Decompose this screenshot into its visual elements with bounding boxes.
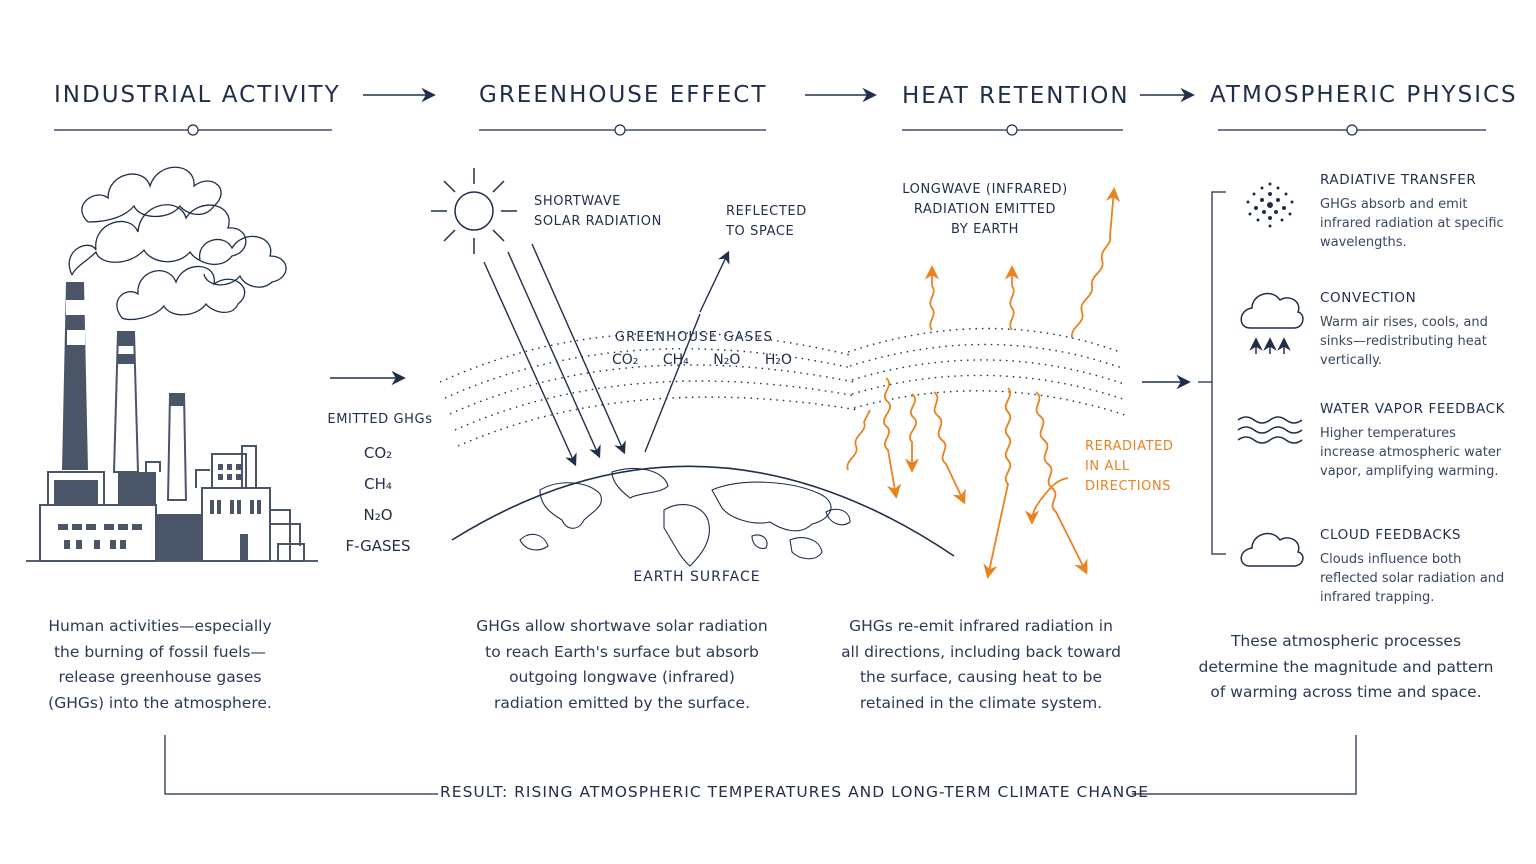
chimney-large bbox=[62, 282, 88, 470]
heading-heat-retention: HEAT RETENTION bbox=[902, 83, 1130, 109]
gas-co2: CO₂ bbox=[363, 444, 393, 462]
factory-illustration bbox=[26, 166, 318, 562]
chimney-small bbox=[166, 393, 188, 501]
heading-underlines bbox=[54, 124, 1486, 136]
emitted-ghgs-title: EMITTED GHGs bbox=[327, 412, 433, 427]
paragraph-greenhouse: GHGs allow shortwave solar radiation to … bbox=[476, 617, 768, 712]
shortwave-label: SHORTWAVE SOLAR RADIATION bbox=[534, 192, 662, 232]
reflected-ray bbox=[644, 313, 701, 453]
cloud-arrows-icon bbox=[1240, 292, 1304, 354]
physics-item-title: CLOUD FEEDBACKS bbox=[1320, 527, 1461, 543]
heading-greenhouse-effect: GREENHOUSE EFFECT bbox=[479, 82, 768, 108]
physics-item-title: CONVECTION bbox=[1320, 290, 1417, 306]
underline-node bbox=[1006, 124, 1018, 136]
earth-surface-arc bbox=[451, 465, 955, 557]
earth-surface-label: EARTH SURFACE bbox=[633, 569, 761, 585]
reflected-ray bbox=[699, 250, 730, 313]
gas-ch4: CH₄ bbox=[364, 475, 392, 493]
physics-item-water-vapor-feedback: WATER VAPOR FEEDBACK Higher temperatures… bbox=[1320, 401, 1510, 481]
physics-item-title: WATER VAPOR FEEDBACK bbox=[1320, 401, 1506, 417]
physics-item-convection: CONVECTION Warm air rises, cools, and si… bbox=[1320, 290, 1510, 370]
reradiated-line-3: DIRECTIONS bbox=[1085, 479, 1172, 494]
underline-node bbox=[1346, 124, 1358, 136]
greenhouse-gas-formulas: CO₂ CH₄ N₂O H₂O bbox=[612, 352, 792, 368]
heading-industrial-activity: INDUSTRIAL ACTIVITY bbox=[54, 82, 341, 108]
longwave-line-2: RADIATION EMITTED bbox=[913, 202, 1057, 217]
longwave-label: LONGWAVE (INFRARED) RADIATION EMITTED BY… bbox=[894, 180, 1076, 240]
smoke-clouds bbox=[68, 166, 287, 321]
gas-n2o: N₂O bbox=[363, 506, 393, 524]
physics-item-desc: Higher temperatures increase atmospheric… bbox=[1320, 426, 1502, 479]
reflected-line-2: TO SPACE bbox=[726, 224, 795, 239]
shortwave-line-2: SOLAR RADIATION bbox=[534, 214, 662, 229]
result-statement: RESULT: RISING ATMOSPHERIC TEMPERATURES … bbox=[440, 783, 1149, 801]
reflected-label: REFLECTED TO SPACE bbox=[726, 202, 807, 242]
underline-node bbox=[614, 124, 626, 136]
longwave-line-1: LONGWAVE (INFRARED) bbox=[902, 182, 1068, 197]
atmosphere-band bbox=[439, 327, 1129, 447]
reflected-line-1: REFLECTED bbox=[726, 204, 807, 219]
paragraph-industrial: Human activities—especially the burning … bbox=[48, 617, 272, 712]
formula-n2o: N₂O bbox=[713, 352, 741, 368]
physics-item-radiative-transfer: RADIATIVE TRANSFER GHGs absorb and emit … bbox=[1320, 172, 1510, 252]
shortwave-line-1: SHORTWAVE bbox=[534, 194, 621, 209]
infrared-waves-up bbox=[924, 187, 1121, 339]
greenhouse-gases-label: GREENHOUSE GASES bbox=[614, 330, 774, 345]
longwave-line-3: BY EARTH bbox=[951, 222, 1019, 237]
solar-rays bbox=[483, 243, 730, 467]
reradiated-label: RERADIATED IN ALL DIRECTIONS bbox=[1085, 437, 1174, 497]
paragraph-physics: These atmospheric processes determine th… bbox=[1198, 632, 1494, 701]
heading-atmospheric-physics: ATMOSPHERIC PHYSICS bbox=[1210, 82, 1518, 108]
emitted-gas-list: CO₂ CH₄ N₂O F-GASES bbox=[330, 438, 426, 562]
formula-ch4: CH₄ bbox=[662, 352, 689, 368]
reradiated-line-1: RERADIATED bbox=[1085, 439, 1174, 454]
paragraph-heat: GHGs re-emit infrared radiation in all d… bbox=[841, 617, 1121, 712]
result-bracket bbox=[164, 735, 1357, 795]
physics-item-title: RADIATIVE TRANSFER bbox=[1320, 172, 1477, 188]
physics-item-desc: Warm air rises, cools, and sinks—redistr… bbox=[1320, 315, 1488, 368]
physics-item-cloud-feedbacks: CLOUD FEEDBACKS Clouds influence both re… bbox=[1320, 527, 1510, 607]
waves-icon bbox=[1237, 416, 1303, 444]
particles-icon bbox=[1246, 182, 1294, 228]
chimney-medium bbox=[112, 331, 140, 473]
underline-node bbox=[187, 124, 199, 136]
gas-f-gases: F-GASES bbox=[345, 537, 411, 555]
formula-co2: CO₂ bbox=[612, 352, 639, 368]
continents bbox=[519, 467, 851, 567]
reradiated-line-2: IN ALL bbox=[1085, 459, 1130, 474]
physics-item-desc: GHGs absorb and emit infrared radiation … bbox=[1320, 197, 1504, 250]
infrared-waves-down bbox=[846, 377, 1088, 579]
formula-h2o: H₂O bbox=[764, 352, 792, 368]
physics-bracket bbox=[1198, 191, 1226, 555]
sun-icon bbox=[431, 168, 517, 254]
physics-item-desc: Clouds influence both reflected solar ra… bbox=[1320, 552, 1505, 605]
cloud-icon bbox=[1240, 532, 1304, 567]
